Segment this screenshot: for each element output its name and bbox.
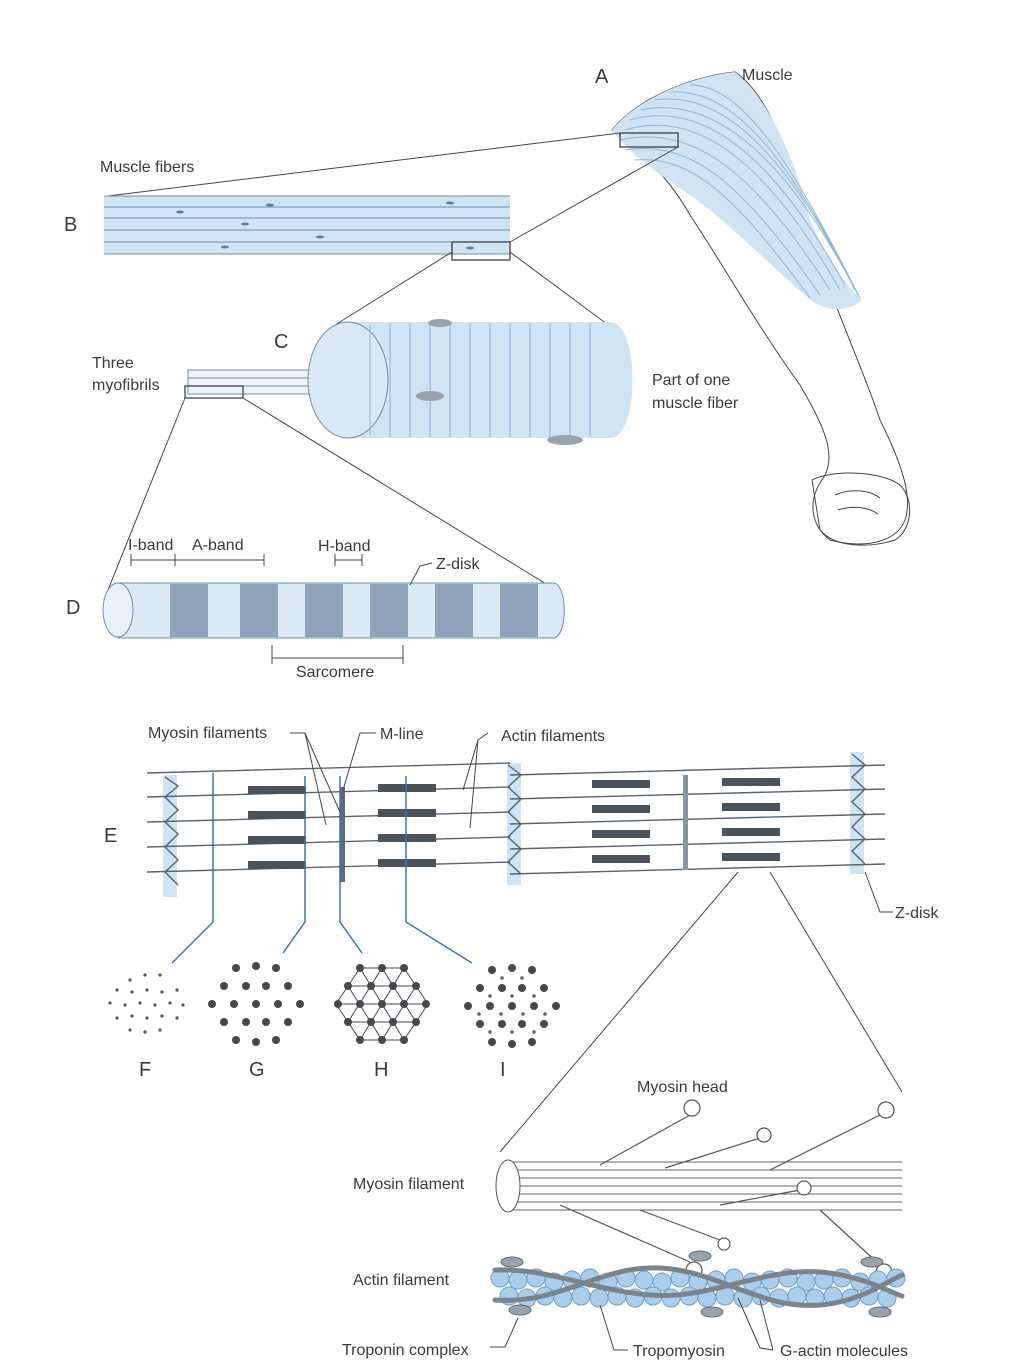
a-band-label: A-band: [192, 537, 244, 554]
cross-section-i: [464, 964, 560, 1048]
panel-e-letter: E: [104, 825, 117, 847]
actin-filament-label: Actin filament: [353, 1272, 450, 1289]
myosin-filament-label: Myosin filament: [353, 1176, 465, 1193]
muscle-fibers-label: Muscle fibers: [100, 159, 194, 176]
panel-a-arm: A Muscle: [595, 66, 910, 545]
troponin-complex-label: Troponin complex: [342, 1342, 469, 1359]
h-band-label: H-band: [318, 538, 370, 555]
panel-b-letter: B: [64, 214, 77, 236]
myosin-head-label: Myosin head: [637, 1079, 728, 1096]
panel-g-letter: G: [249, 1059, 265, 1081]
panel-h-letter: H: [374, 1059, 388, 1081]
m-line-label: M-line: [380, 726, 424, 743]
z-disk-label-e: Z-disk: [895, 905, 940, 922]
part-of-fiber-label-1: Part of one: [652, 372, 730, 389]
g-actin-label: G-actin molecules: [780, 1343, 908, 1360]
panel-f-letter: F: [139, 1059, 151, 1081]
z-disk-label-d: Z-disk: [436, 556, 481, 573]
i-band-label: I-band: [128, 537, 173, 554]
panel-c-letter: C: [274, 331, 288, 353]
muscle-label: Muscle: [742, 67, 793, 84]
tropomyosin-label: Tropomyosin: [633, 1343, 725, 1360]
panel-e-sarcomere: E Myosin filaments M-line Actin filament…: [104, 725, 940, 963]
panel-a-letter: A: [595, 66, 609, 88]
panel-d-letter: D: [66, 597, 80, 619]
sarcomere-label: Sarcomere: [296, 664, 374, 681]
actin-filaments-label: Actin filaments: [501, 728, 605, 745]
three-myofibrils-label-1: Three: [92, 355, 134, 372]
myosin-filaments-label: Myosin filaments: [148, 725, 267, 742]
panel-i-letter: I: [500, 1059, 506, 1081]
cross-section-f: [108, 973, 184, 1033]
panel-d-myofibril: D I-band A-band H-band Z-disk Sarcomere: [66, 537, 564, 681]
molecular-detail: Myosin head Myosin filament Actin filame…: [342, 1079, 908, 1360]
cross-section-g: [208, 962, 304, 1046]
cross-section-h: [334, 964, 430, 1044]
three-myofibrils-label-2: myofibrils: [92, 377, 160, 394]
panel-c-fiber: C Three myofibrils Part of one muscle fi…: [92, 319, 739, 445]
part-of-fiber-label-2: muscle fiber: [652, 395, 739, 412]
